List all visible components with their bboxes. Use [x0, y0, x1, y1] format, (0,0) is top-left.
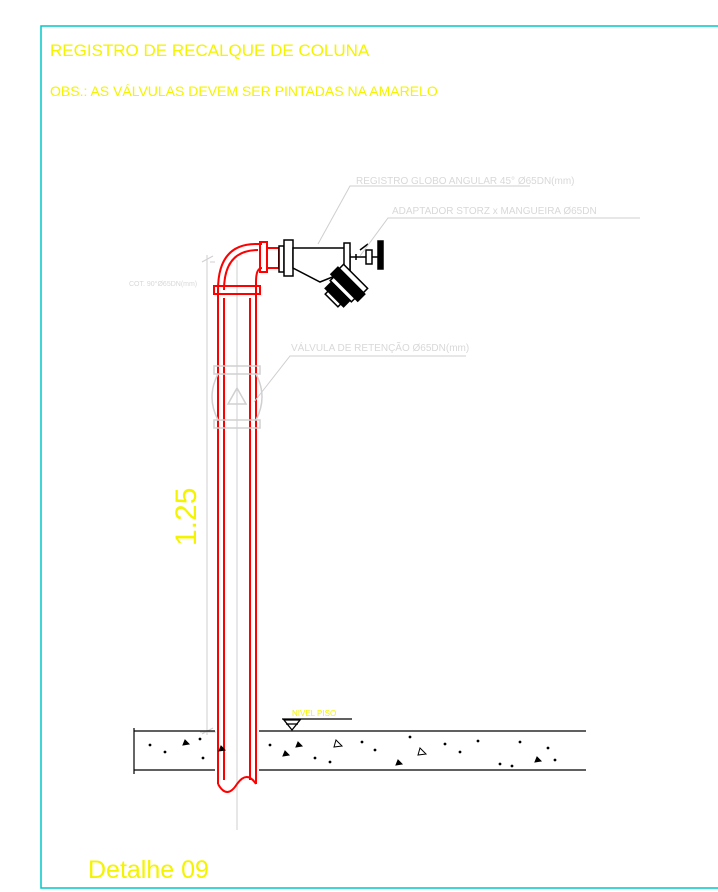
storz-adapter-label: ADAPTADOR STORZ x MANGUEIRA Ø65DN	[392, 206, 597, 217]
floor-slab	[133, 728, 586, 774]
leader-lines	[253, 185, 640, 403]
check-valve	[211, 365, 263, 429]
elbow-label: COT. 90°Ø65DN(mm)	[129, 280, 197, 288]
vertical-pipe	[217, 243, 263, 793]
elbow-coupling	[213, 241, 280, 295]
globe-valve-label: REGISTRO GLOBO ANGULAR 45° Ø65DN(mm)	[356, 176, 575, 187]
floor-level-marker	[282, 718, 352, 732]
storz-adapter	[324, 263, 369, 308]
dimension-value: 1.25	[170, 488, 203, 546]
floor-level-label: NIVEL PISO	[292, 709, 336, 718]
concrete-hatch	[148, 735, 557, 768]
drawing-title: REGISTRO DE RECALQUE DE COLUNA	[50, 41, 370, 60]
check-valve-label: VÁLVULA DE RETENÇÃO Ø65DN(mm)	[291, 341, 469, 354]
drawing-note: OBS.: AS VÁLVULAS DEVEM SER PINTADAS NA …	[50, 83, 438, 99]
drawing-frame	[40, 25, 718, 889]
detail-label: Detalhe 09	[88, 856, 209, 884]
